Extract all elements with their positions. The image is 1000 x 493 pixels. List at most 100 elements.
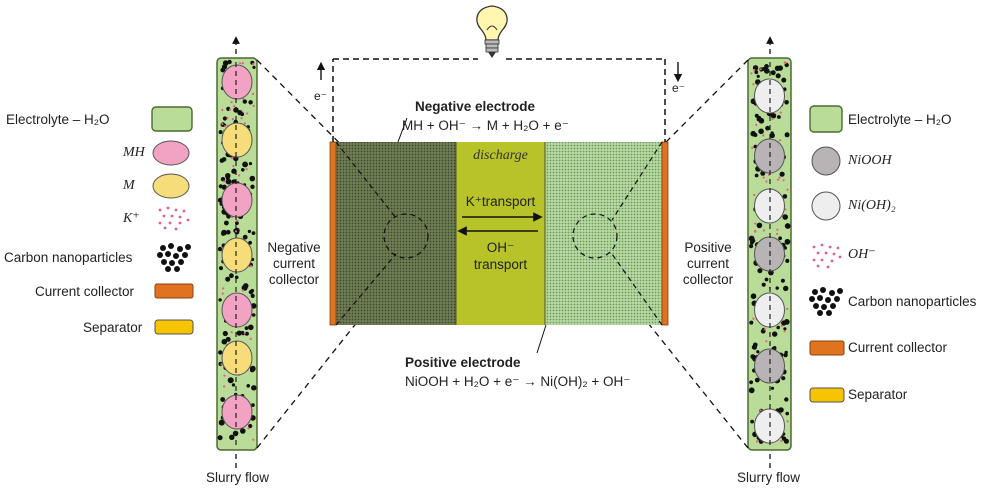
ion-particle (776, 232, 779, 235)
negative-electrode-equation: MH + OH⁻ → M + H₂O + e⁻ (402, 118, 569, 133)
carbon-particle (225, 336, 231, 342)
carbon-particle (231, 168, 237, 174)
positive-electrode-equation: NiOOH + H₂O + e⁻ → Ni(OH)₂ + OH⁻ (405, 374, 631, 389)
active-particle (221, 292, 253, 328)
carbon-particle (240, 428, 246, 434)
carbon-particle (222, 116, 227, 121)
carbon-particle (218, 298, 222, 302)
carbon-dot (830, 303, 836, 309)
ion-particle (252, 92, 255, 95)
k-ion-dot (178, 215, 182, 219)
carbon-particle (250, 288, 255, 293)
active-particle (754, 78, 785, 114)
carbon-particle (781, 320, 787, 326)
carbon-particle (749, 380, 753, 385)
active-particle (221, 122, 253, 158)
carbon-dot (826, 310, 832, 316)
carbon-particle (756, 222, 763, 229)
oh-ion-dot (820, 243, 824, 247)
carbon-particle (774, 65, 781, 72)
k-ion-dot (174, 227, 178, 231)
carbon-dot (834, 296, 840, 302)
k-ion-dot (182, 209, 186, 213)
electron-label-left: e⁻ (314, 89, 328, 103)
carbon-particle (243, 283, 249, 289)
carbon-particle (754, 70, 759, 75)
carbon-particle (220, 397, 226, 402)
ion-particle (221, 292, 224, 295)
carbon-dot (820, 287, 826, 293)
carbon-particle (784, 132, 790, 138)
legend-right-collector: Current collector (848, 340, 948, 355)
ion-particle (223, 374, 226, 377)
external-circuit (332, 58, 666, 142)
carbon-dot (173, 253, 179, 259)
carbon-dot (177, 246, 183, 252)
carbon-particle (252, 65, 256, 69)
ion-particle (222, 287, 225, 290)
ion-particle (783, 330, 786, 333)
active-particle (221, 394, 253, 430)
carbon-dot (157, 252, 163, 258)
legend-right-electrolyte: Electrolyte – H₂O (848, 112, 952, 127)
ion-particle (786, 420, 789, 423)
ion-particle (249, 264, 252, 268)
carbon-particle (250, 184, 255, 189)
carbon-dot (817, 295, 823, 301)
legend-left-k: K⁺ (123, 211, 140, 226)
positive-collector-line1: Positive (684, 240, 732, 255)
ion-particle (782, 179, 785, 182)
legend-left-m: M (123, 178, 135, 193)
oh-ion-dot (812, 258, 816, 262)
ion-particle (755, 123, 758, 126)
carbon-particle (229, 273, 234, 279)
ion-particle (246, 112, 249, 115)
carbon-particle (242, 234, 248, 240)
ion-particle (776, 228, 779, 231)
carbon-particle (242, 161, 249, 168)
ion-particle (762, 134, 765, 137)
carbon-particle (756, 117, 761, 122)
k-ion-dot (170, 214, 174, 218)
carbon-particle (218, 350, 223, 355)
ion-particle (752, 317, 755, 320)
carbon-dot (160, 245, 166, 251)
carbon-particle (770, 386, 775, 390)
carbon-particle (229, 434, 235, 440)
carbon-particle (241, 330, 245, 335)
legend-left-separator: Separator (83, 320, 143, 335)
active-particle (221, 237, 253, 273)
k-ion-dot (162, 214, 166, 218)
carbon-particle (248, 240, 253, 245)
carbon-particle (227, 377, 234, 384)
negative-electrode-leader (397, 117, 408, 143)
ion-particle (780, 324, 784, 327)
carbon-particle (217, 435, 223, 441)
carbon-particle (785, 258, 790, 263)
carbon-particle (782, 194, 788, 199)
ion-particle (784, 61, 787, 64)
k-ion-dot (178, 221, 182, 225)
legend-right-oh: OH⁻ (848, 247, 876, 262)
m-swatch (152, 173, 190, 199)
negative-current-collector-bar (329, 141, 337, 326)
carbon-particle (249, 175, 256, 182)
carbon-particle (770, 131, 774, 135)
carbon-particle (778, 407, 784, 413)
ion-particle (786, 307, 789, 310)
carbon-particle (249, 365, 256, 372)
carbon-particle (248, 324, 254, 331)
carbon-particle (231, 383, 236, 387)
electrolyte-swatch (809, 105, 843, 133)
positive-collector-line3: collector (682, 272, 734, 287)
carbon-particle (250, 293, 255, 298)
carbon-particle (221, 157, 227, 162)
ion-particle (228, 108, 232, 111)
flow-cell (329, 141, 669, 326)
oh-ion-dot (812, 245, 816, 249)
membrane-region (456, 142, 545, 325)
carbon-particle (251, 231, 256, 236)
ion-particle (762, 176, 765, 179)
ion-particle (778, 176, 781, 179)
carbon-particle (244, 331, 249, 336)
